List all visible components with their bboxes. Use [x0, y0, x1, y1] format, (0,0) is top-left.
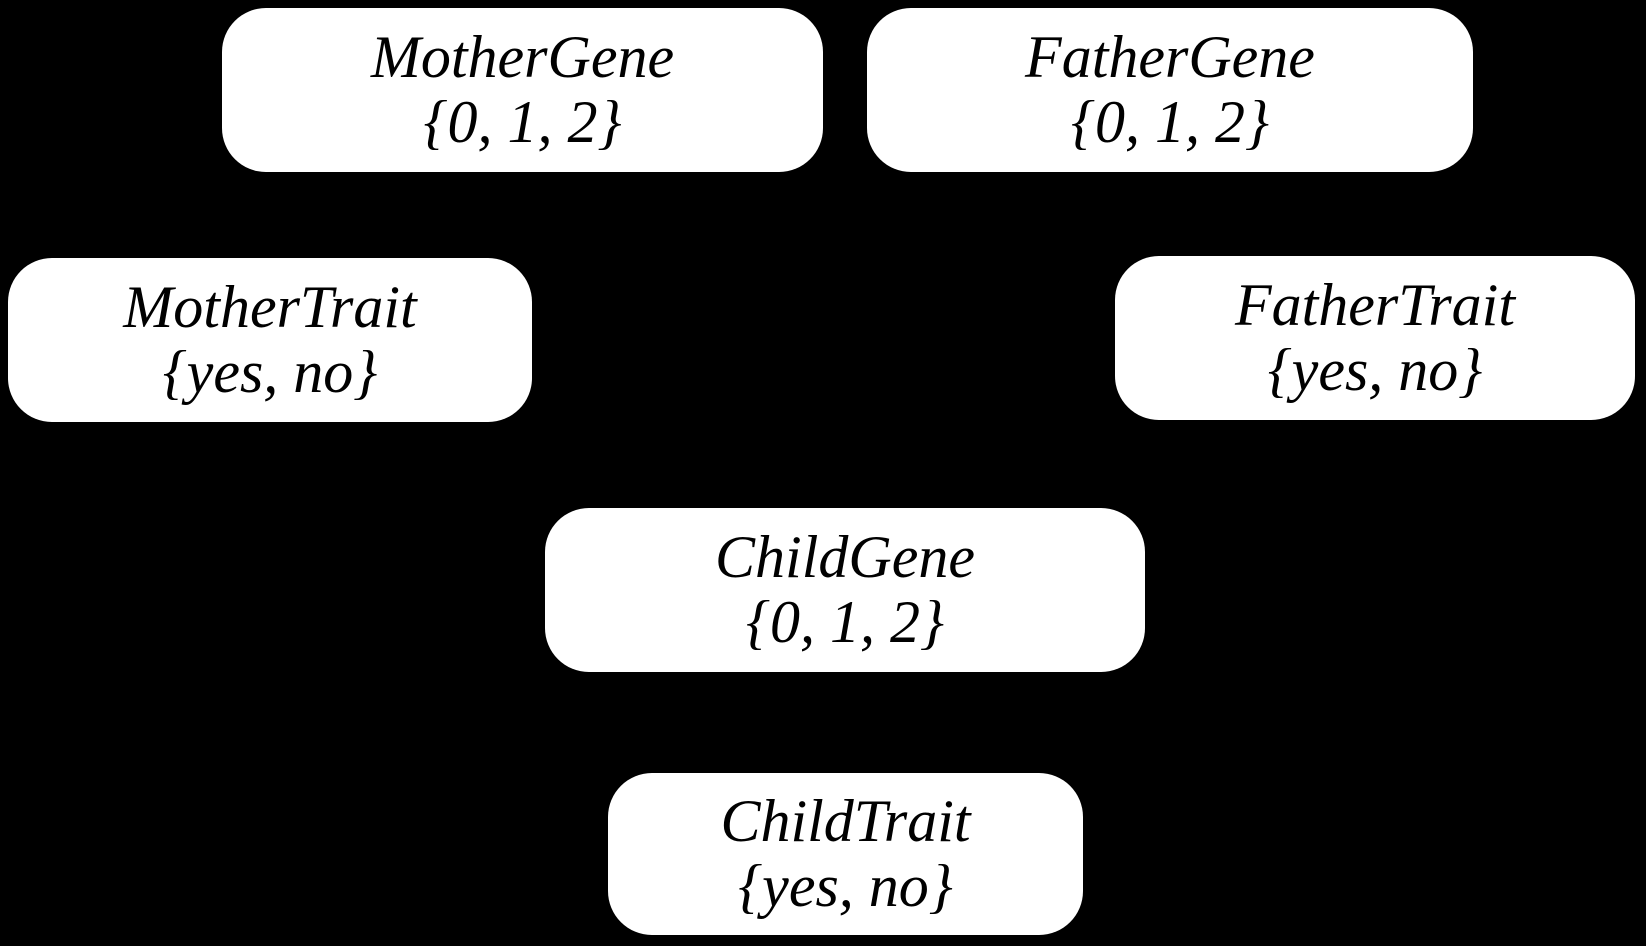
node-father-trait-domain: {yes, no} [1267, 337, 1483, 403]
node-mother-trait-title: MotherTrait [123, 274, 417, 341]
node-mother-gene-domain: {0, 1, 2} [423, 89, 622, 155]
node-mother-gene-title: MotherGene [370, 24, 675, 91]
node-child-gene-domain: {0, 1, 2} [746, 589, 944, 655]
node-child-trait-title: ChildTrait [720, 788, 971, 855]
node-mother-trait: MotherTrait {yes, no} [8, 258, 532, 422]
node-child-trait: ChildTrait {yes, no} [608, 773, 1083, 935]
node-child-gene-title: ChildGene [715, 524, 975, 591]
node-mother-gene: MotherGene {0, 1, 2} [222, 8, 823, 172]
node-father-gene-title: FatherGene [1025, 24, 1315, 91]
node-child-gene: ChildGene {0, 1, 2} [545, 508, 1145, 672]
node-mother-trait-domain: {yes, no} [162, 339, 378, 405]
node-father-gene: FatherGene {0, 1, 2} [867, 8, 1473, 172]
node-father-gene-domain: {0, 1, 2} [1071, 89, 1269, 155]
node-child-trait-domain: {yes, no} [738, 853, 953, 919]
node-father-trait-title: FatherTrait [1234, 272, 1516, 339]
node-father-trait: FatherTrait {yes, no} [1115, 256, 1635, 420]
